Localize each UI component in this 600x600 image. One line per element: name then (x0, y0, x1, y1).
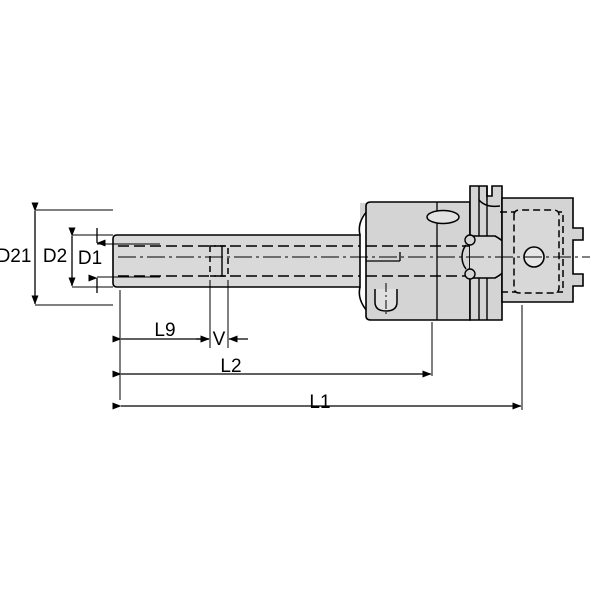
dim-label-l2: L2 (220, 356, 241, 377)
dim-label-d21: D21 (0, 246, 31, 267)
holder-body (365, 201, 471, 321)
dim-label-d2: D2 (43, 246, 67, 267)
dim-label-v: V (213, 329, 226, 350)
hsk-taper-shank (500, 197, 584, 303)
fillet-fill-top (358, 203, 366, 235)
dim-label-l1: L1 (309, 392, 330, 413)
slender-shaft (112, 234, 361, 288)
dim-label-d1: D1 (78, 248, 102, 269)
part-geometry (112, 185, 590, 321)
taper-cavity-outer (500, 211, 564, 293)
groove-radius-top (464, 234, 476, 246)
hsk-flange (461, 185, 511, 321)
body-relief-hole (426, 209, 460, 225)
internal-feature-v (209, 245, 229, 277)
groove-radius-bottom (464, 268, 476, 280)
shaft-outline (112, 234, 361, 288)
dim-label-l9: L9 (154, 320, 175, 341)
dimension-annotations: D21 D2 D1 L9 V L2 L1 (0, 202, 523, 413)
flange-slot-curve (478, 199, 501, 208)
